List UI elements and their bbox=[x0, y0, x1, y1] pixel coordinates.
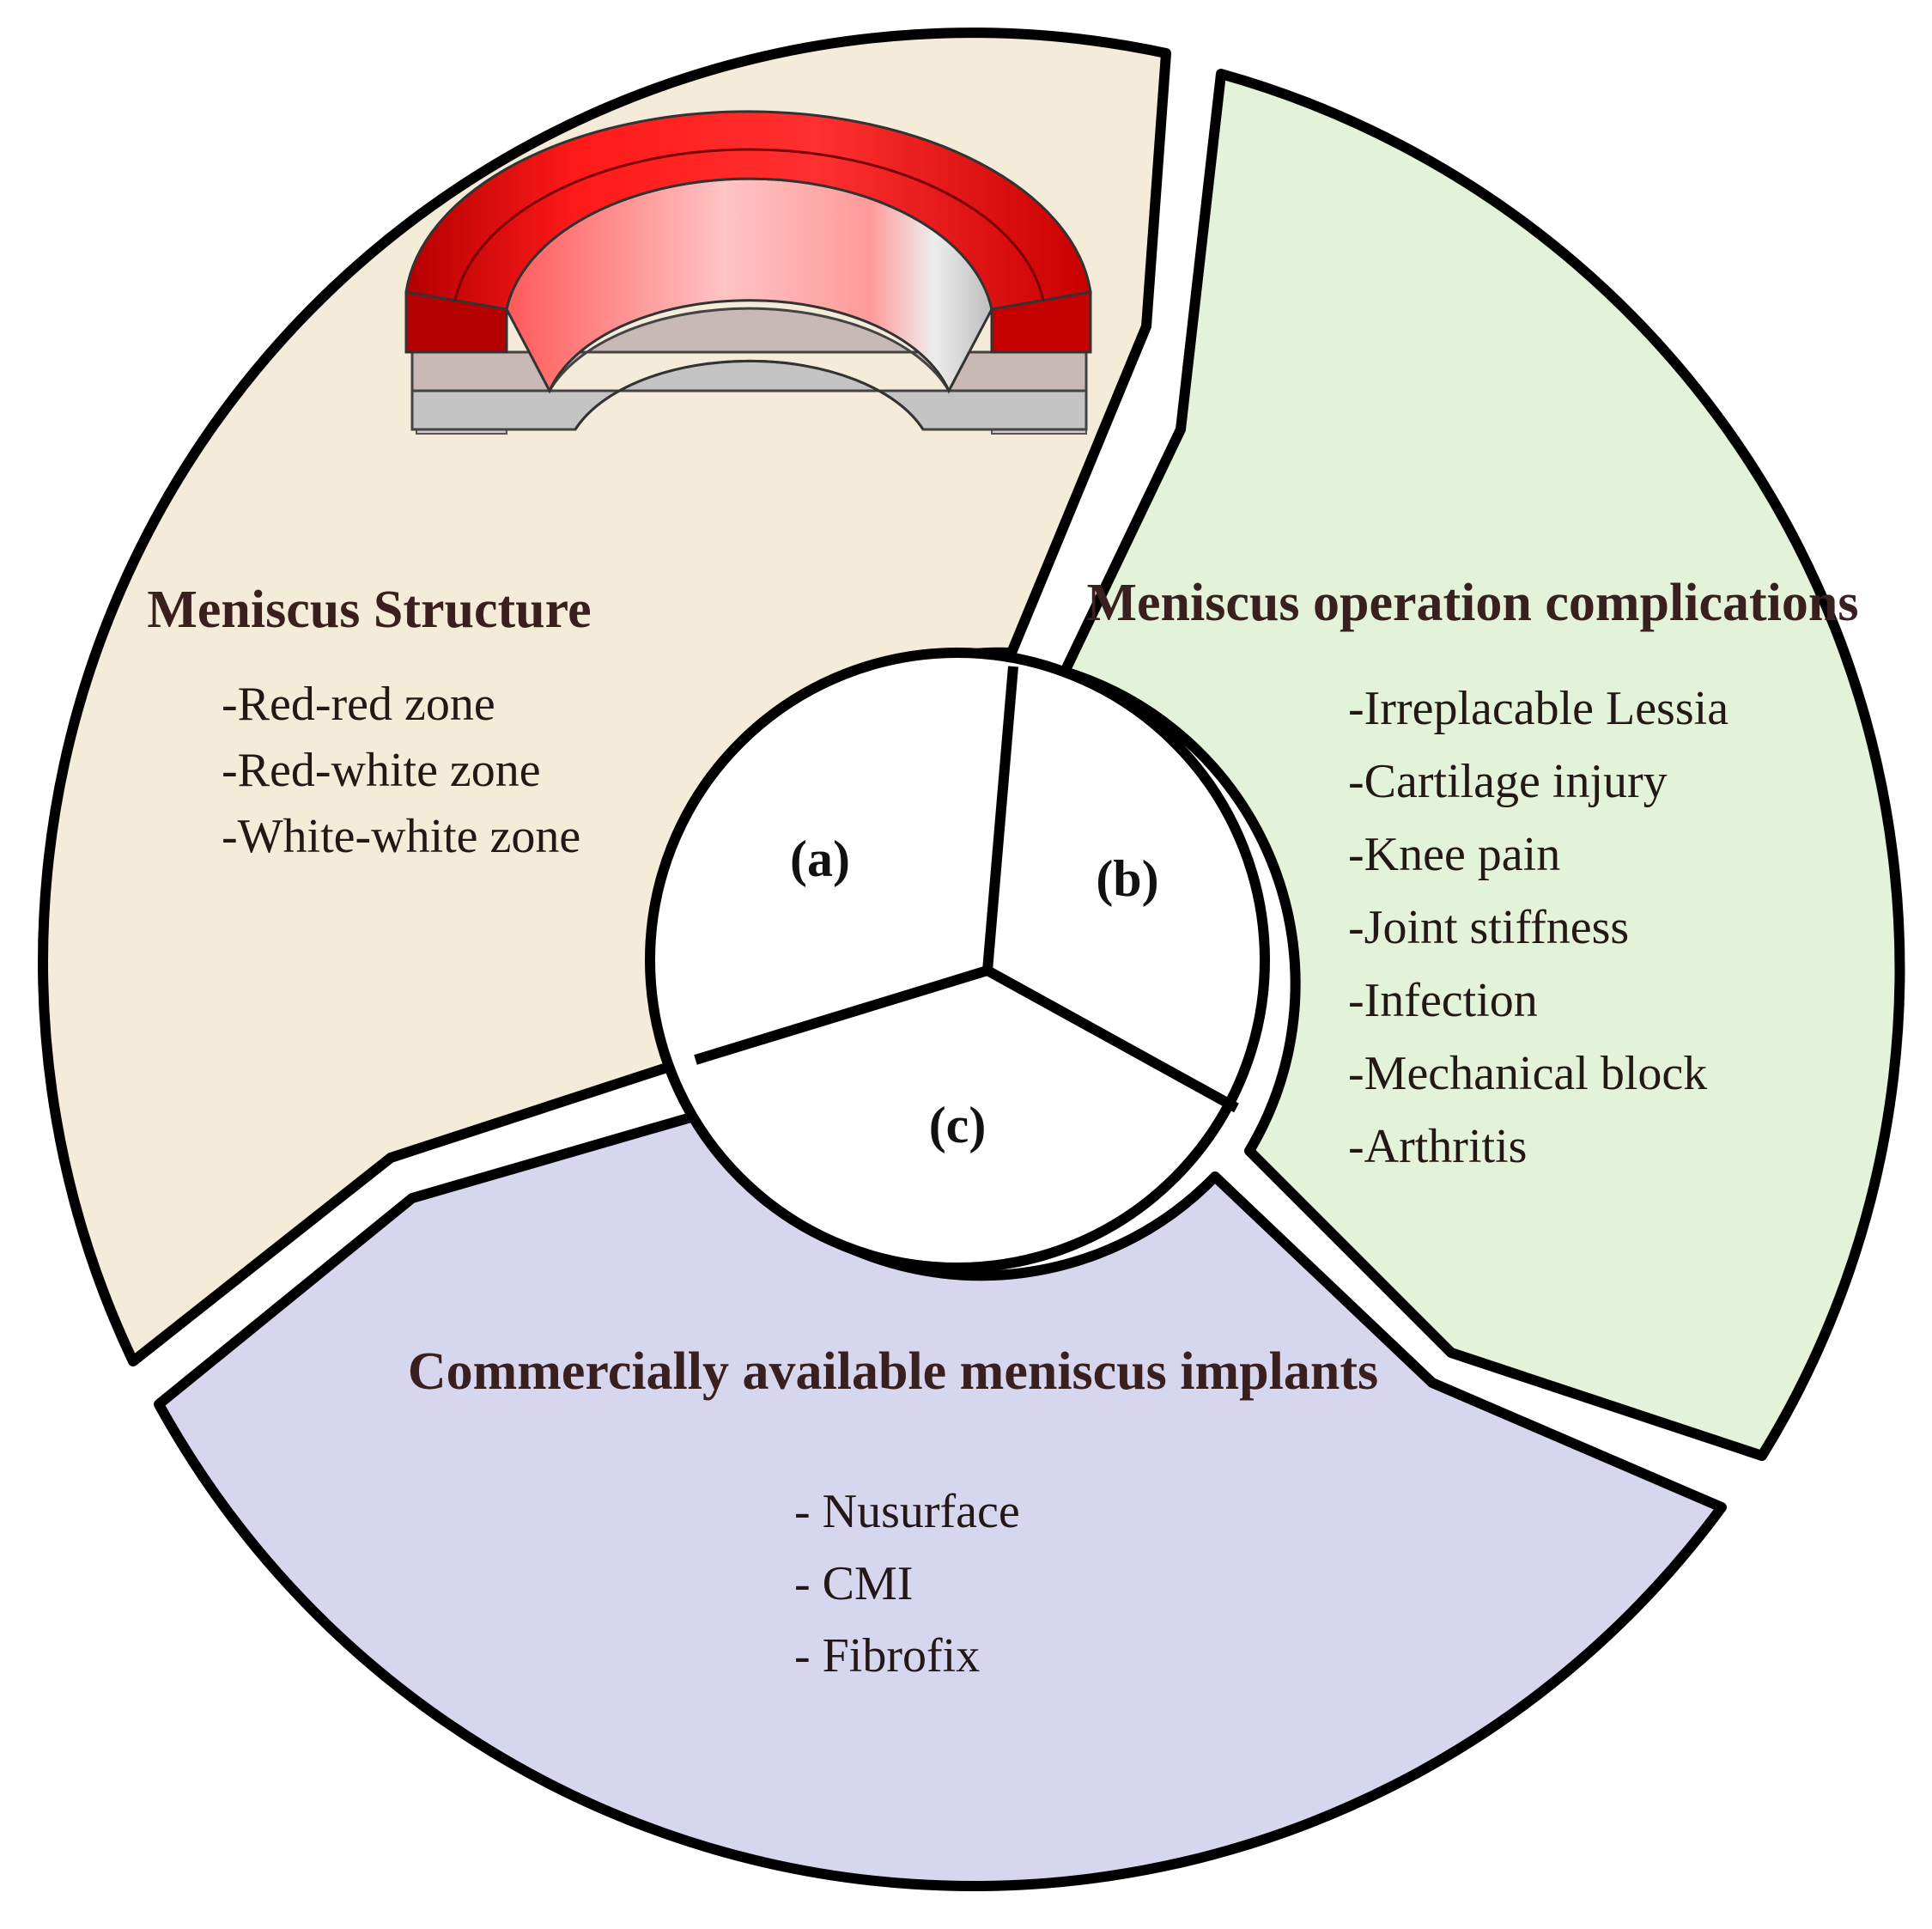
segment-a-item: -White-white zone bbox=[222, 810, 580, 863]
segment-c-item: - CMI bbox=[794, 1557, 913, 1610]
segment-b-item: -Mechanical block bbox=[1348, 1047, 1707, 1100]
hub-divider-line bbox=[982, 666, 1018, 971]
segment-b-item: -Joint stiffness bbox=[1348, 901, 1629, 954]
segment-a-title: Meniscus Structure bbox=[147, 581, 591, 639]
segment-b-item: -Irreplacable Lessia bbox=[1348, 682, 1728, 735]
meniscus-illustration bbox=[404, 110, 1092, 435]
segment-c-label: (c) bbox=[929, 1097, 987, 1153]
segment-c-item: - Fibrofix bbox=[794, 1629, 980, 1683]
segment-a-item: -Red-white zone bbox=[222, 744, 541, 797]
hub-divider-line bbox=[985, 965, 1239, 1113]
segment-a-item: -Red-red zone bbox=[222, 678, 495, 731]
segment-b-item: -Infection bbox=[1348, 974, 1538, 1027]
segment-a-label: (a) bbox=[790, 831, 850, 887]
segment-b-item: -Knee pain bbox=[1348, 828, 1560, 881]
segment-c-title: Commercially available meniscus implants bbox=[408, 1342, 1378, 1401]
center-hub bbox=[645, 648, 1270, 1273]
segment-c-item: - Nusurface bbox=[794, 1485, 1020, 1538]
segment-b-item: -Cartilage injury bbox=[1348, 755, 1668, 808]
segment-b-item: -Arthritis bbox=[1348, 1120, 1527, 1173]
segment-b-title: Meniscus operation complications bbox=[1087, 574, 1859, 632]
hub-divider-line bbox=[694, 965, 989, 1065]
segment-b-shape bbox=[1060, 69, 1905, 1461]
segment-b-label: (b) bbox=[1096, 850, 1158, 907]
